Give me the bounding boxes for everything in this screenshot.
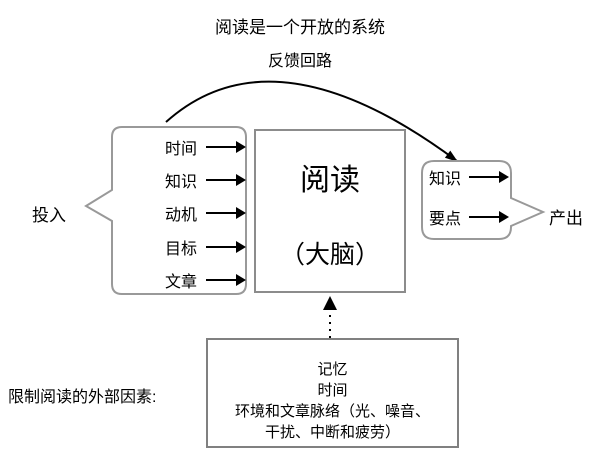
right-arrow-icon [206,207,246,219]
diagram-title: 阅读是一个开放的系统 [215,18,385,37]
feedback-arrowhead-icon [444,150,458,162]
input-row-knowledge: 知识 [130,169,246,191]
input-item-label: 知识 [164,174,197,191]
output-row-keypoints: 要点 [429,206,511,228]
process-subtitle: （大脑） [279,241,380,269]
output-item-label: 知识 [429,171,462,188]
input-row-motivation: 动机 [130,202,246,224]
process-title: 阅读 [300,164,360,197]
feedback-arc [165,80,458,162]
input-item-label: 动机 [164,207,197,224]
input-item-label: 时间 [164,141,197,158]
right-arrow-icon [206,174,246,186]
input-item-label: 文章 [164,274,197,291]
output-label: 产出 [549,209,583,228]
right-arrow-icon [469,211,510,223]
input-item-label: 目标 [164,241,197,258]
output-item-label: 要点 [429,211,462,228]
constraints-line: 干扰、中断和疲劳） [264,424,400,441]
output-bubble-shape [421,160,546,240]
constraints-line: 时间 [317,382,348,399]
right-arrow-icon [206,241,246,253]
right-arrow-icon [206,141,246,153]
up-arrowhead-icon [323,296,337,310]
constraints-line: 记忆 [317,361,348,378]
input-row-time: 时间 [130,136,246,158]
process-box-shape [254,129,406,293]
feedback-loop-label: 反馈回路 [267,53,332,70]
input-label: 投入 [32,206,66,225]
constraints-box-text: 记忆 时间 环境和文章脉络（光、噪音、 干扰、中断和疲劳） [207,359,458,443]
input-bubble-shape [84,126,247,295]
input-row-article: 文章 [130,269,246,291]
constraints-line: 环境和文章脉络（光、噪音、 [234,403,430,420]
right-arrow-icon [469,171,510,183]
constraints-box-shape [206,338,459,448]
input-row-goal: 目标 [130,236,246,258]
right-arrow-icon [206,274,246,286]
output-row-knowledge: 知识 [429,166,511,188]
constraints-label: 限制阅读的外部因素: [8,389,157,406]
